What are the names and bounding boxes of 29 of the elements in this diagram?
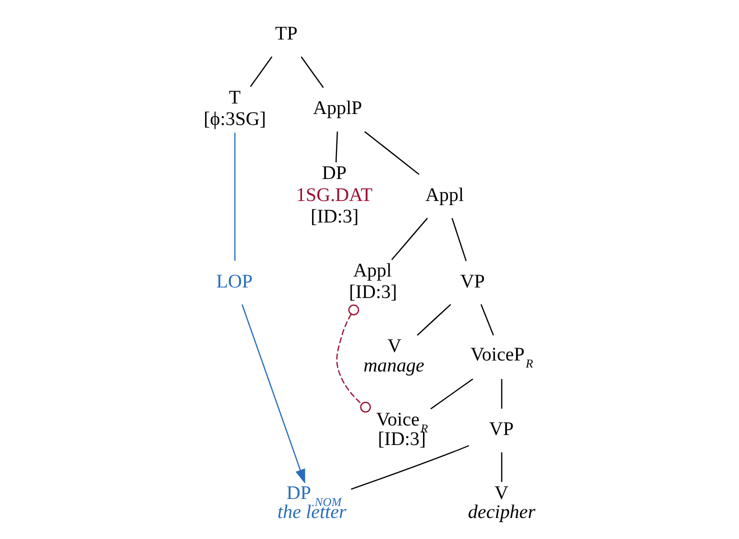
connector xyxy=(480,304,494,336)
node-text: DP$_{.NOM}$ the letter xyxy=(278,482,346,524)
node-text: ApplP xyxy=(313,98,362,120)
connector xyxy=(300,56,324,88)
connector xyxy=(336,304,371,413)
node-text: V manage xyxy=(363,336,424,376)
node-text: LOP xyxy=(216,271,253,292)
node-text: VP xyxy=(460,271,485,292)
node-text: DP 1SG.DAT [ID:3] xyxy=(296,163,373,228)
connector xyxy=(430,378,474,410)
connector xyxy=(234,132,236,261)
connector xyxy=(501,378,502,409)
connector xyxy=(416,304,452,336)
node-text: TP xyxy=(275,24,298,45)
connector xyxy=(391,218,428,260)
node-text: VoiceP$_{R}$ xyxy=(470,344,534,371)
node-text: V decipher xyxy=(468,482,536,524)
connector xyxy=(501,452,502,482)
arrow xyxy=(242,304,306,484)
connector xyxy=(452,218,467,262)
node-text: T [ϕ:3SG] xyxy=(204,87,266,130)
connector xyxy=(250,56,272,87)
node-text: Voice$_{R}$ [ID:3] xyxy=(376,410,428,450)
connector xyxy=(350,445,470,490)
connector xyxy=(364,131,420,175)
node-text: Appl xyxy=(425,184,464,206)
connector xyxy=(335,132,338,162)
node-text: VP xyxy=(489,419,514,440)
node-text: Appl [ID:3] xyxy=(349,260,398,304)
